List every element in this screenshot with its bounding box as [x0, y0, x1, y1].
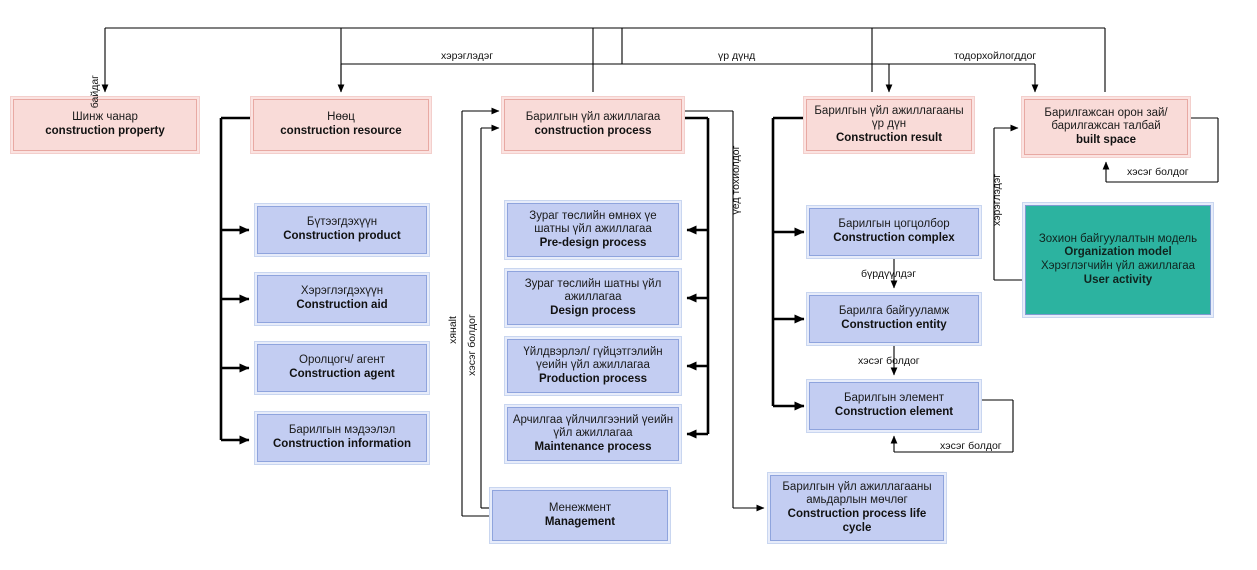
node-label-mn: Барилгын цогцолбор [838, 218, 950, 231]
node-label-mn-2: Хэрэглэгчийн үйл ажиллагаа [1040, 260, 1196, 272]
node-label-mn: Зураг төслийн өмнөх үе шатны үйл ажиллаг… [529, 209, 657, 236]
node-label-en: construction resource [280, 125, 402, 137]
node-label-mn: Барилгын үйл ажиллагааны амьдарлын мөчлө… [782, 480, 932, 507]
node-label-en: Construction result [835, 131, 943, 144]
node-construction-resource[interactable]: Нөөц construction resource [250, 96, 432, 154]
node-construction-property[interactable]: Шинж чанар construction property [10, 96, 200, 154]
edge-label-heseg-boldog-3: хэсэг болдог [940, 440, 1002, 452]
node-label-en: Organization model [1064, 246, 1172, 259]
node-label-en: construction process [534, 125, 652, 137]
node-label-en: Construction entity [841, 319, 947, 331]
node-label-en: Construction process life cycle [787, 508, 927, 534]
node-construction-result[interactable]: Барилгын үйл ажиллагааны үр дүн Construc… [803, 96, 975, 154]
edge-label-baidag: байдаг [89, 75, 101, 109]
node-construction-complex[interactable]: Барилгын цогцолбор Construction complex [806, 205, 982, 259]
node-label-mn: Барилга байгууламж [838, 305, 950, 318]
node-label-en: Production process [539, 372, 647, 385]
node-construction-aid[interactable]: Хэрэглэгдэхүүн Construction aid [254, 272, 430, 326]
node-label-en-2: User activity [1083, 273, 1153, 286]
node-label-en: Construction complex [833, 232, 955, 244]
node-label-mn: Барилгын үйл ажиллагааны үр дүн [814, 104, 964, 131]
node-label-en: Management [544, 515, 616, 528]
node-label-mn: Шинж чанар [72, 111, 138, 124]
node-label-en: Pre-design process [539, 236, 647, 249]
node-label-en: built space [1075, 133, 1137, 146]
node-construction-agent[interactable]: Оролцогч/ агент Construction agent [254, 341, 430, 395]
node-production-process[interactable]: Үйлдвэрлэл/ гүйцэтгэлийн үеийн үйл ажилл… [504, 336, 682, 396]
node-label-en: Construction product [283, 230, 401, 242]
edge-label-hyanalt: хянаlt [447, 316, 459, 344]
node-organization-model[interactable]: Зохион байгуулалтын модель Organization … [1022, 202, 1214, 318]
node-label-en: Design process [550, 304, 636, 317]
node-pre-design-process[interactable]: Зураг төслийн өмнөх үе шатны үйл ажиллаг… [504, 200, 682, 260]
node-label-mn: Оролцогч/ агент [299, 354, 385, 367]
node-label-mn: Менежмент [548, 501, 612, 514]
node-label-en: Maintenance process [534, 440, 652, 453]
edge-label-burduuldeg: бүрдүүлдэг [861, 268, 917, 280]
node-label-mn: Барилгын элемент [843, 392, 945, 405]
node-management[interactable]: Менежмент Management [489, 487, 671, 544]
edge-label-heseg-boldog-2: хэсэг болдог [858, 355, 920, 367]
node-label-mn: Нөөц [327, 111, 355, 124]
node-label-mn: Барилгын мэдээлэл [288, 424, 396, 437]
edge-label-hereglede-2: хэрэглэдэг [991, 173, 1003, 227]
node-label-en: Construction element [834, 406, 954, 418]
node-label-mn: Барилгын үйл ажиллагаа [525, 111, 661, 124]
node-label-mn: Зураг төслийн шатны үйл ажиллагаа [524, 277, 662, 304]
edge-label-ur-dund: үр дүнд [718, 50, 756, 62]
node-construction-information[interactable]: Барилгын мэдээлэл Construction informati… [254, 411, 430, 465]
node-label-en: Construction aid [296, 299, 388, 311]
node-label-mn: Бүтээгдэхүүн [306, 216, 378, 229]
node-construction-entity[interactable]: Барилга байгууламж Construction entity [806, 292, 982, 346]
edge-label-hereglede: хэрэглэдэг [441, 50, 494, 62]
node-built-space[interactable]: Барилгажсан орон зай/ барилгажсан талбай… [1021, 96, 1191, 158]
node-label-en: Construction agent [289, 368, 395, 380]
node-label-mn: Арчилгаа үйлчилгээний үеийн үйл ажиллага… [512, 413, 674, 440]
node-construction-process[interactable]: Барилгын үйл ажиллагаа construction proc… [501, 96, 685, 154]
node-design-process[interactable]: Зураг төслийн шатны үйл ажиллагаа Design… [504, 268, 682, 328]
node-construction-product[interactable]: Бүтээгдэхүүн Construction product [254, 203, 430, 257]
node-label-mn: Зохион байгуулалтын модель [1038, 232, 1198, 245]
edge-label-heseg-boldog-1: хэсэг болдог [466, 314, 478, 376]
node-label-en: construction property [45, 125, 165, 137]
node-construction-element[interactable]: Барилгын элемент Construction element [806, 379, 982, 433]
edge-label-todorhoilogddog: тодорхойлогддог [954, 50, 1037, 62]
node-label-en: Construction information [273, 438, 411, 450]
node-construction-process-life-cycle[interactable]: Барилгын үйл ажиллагааны амьдарлын мөчлө… [767, 472, 947, 544]
node-label-mn: Хэрэглэгдэхүүн [300, 285, 384, 298]
node-label-mn: Үйлдвэрлэл/ гүйцэтгэлийн үеийн үйл ажилл… [523, 345, 663, 372]
node-maintenance-process[interactable]: Арчилгаа үйлчилгээний үеийн үйл ажиллага… [504, 404, 682, 464]
edge-label-heseg-boldog-4: хэсэг болдог [1127, 166, 1189, 178]
edge-label-ued-tohiolddog: үед тохиолдог [730, 145, 742, 215]
node-label-mn: Барилгажсан орон зай/ барилгажсан талбай [1044, 106, 1168, 133]
